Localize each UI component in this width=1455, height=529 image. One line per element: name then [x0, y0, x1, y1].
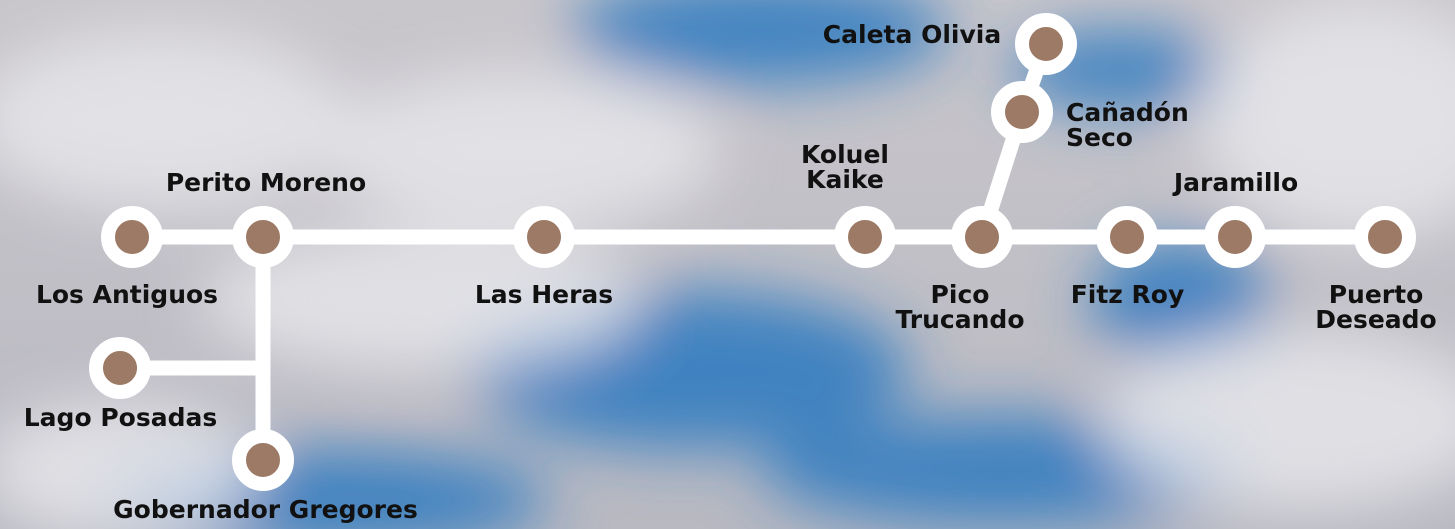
label-gobernador-gregores: Gobernador Gregores — [113, 495, 418, 524]
station-caleta-olivia[interactable] — [1015, 13, 1077, 75]
label-puerto-deseado: Puerto Deseado — [1315, 280, 1437, 334]
station-koluel-kaike[interactable] — [834, 206, 896, 268]
station-pico-trucando[interactable] — [951, 206, 1013, 268]
label-los-antiguos: Los Antiguos — [35, 280, 219, 309]
station-puerto-deseado[interactable] — [1354, 206, 1416, 268]
label-koluel-kaike: Koluel Kaike — [800, 140, 889, 194]
label-lago-posadas: Lago Posadas — [23, 403, 218, 432]
station-gobernador-gregores[interactable] — [232, 429, 294, 491]
label-perito-moreno: Perito Moreno — [165, 168, 367, 197]
station-las-heras[interactable] — [513, 206, 575, 268]
station-jaramillo[interactable] — [1204, 206, 1266, 268]
station-perito-moreno[interactable] — [232, 206, 294, 268]
label-canadon-seco: Cañadón Seco — [1066, 98, 1189, 152]
station-lago-posadas[interactable] — [89, 337, 151, 399]
label-caleta-olivia: Caleta Olivia — [822, 20, 1002, 49]
stations — [89, 13, 1416, 491]
label-las-heras: Las Heras — [474, 280, 614, 309]
label-pico-trucando: Pico Trucando — [895, 280, 1025, 334]
station-fitz-roy[interactable] — [1096, 206, 1158, 268]
label-jaramillo: Jaramillo — [1173, 168, 1299, 197]
station-los-antiguos[interactable] — [101, 206, 163, 268]
label-fitz-roy: Fitz Roy — [1070, 280, 1185, 309]
station-canadon-seco[interactable] — [991, 81, 1053, 143]
